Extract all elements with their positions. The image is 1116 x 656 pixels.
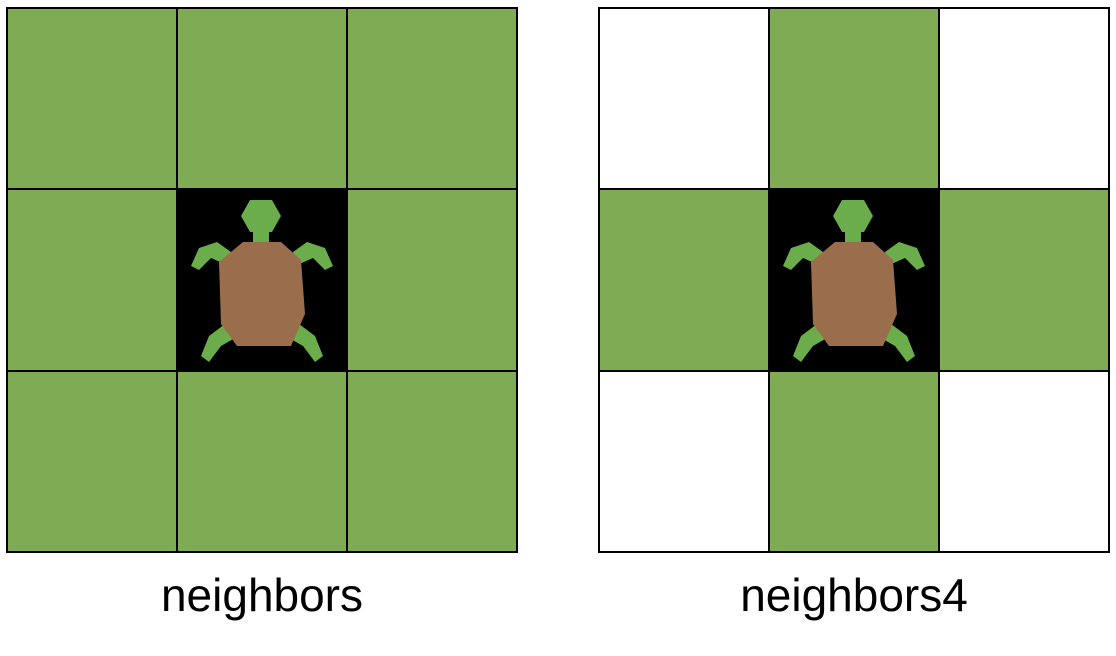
neighbor-cell-sw [8,371,176,551]
turtle-icon [783,199,925,362]
neighbors4-grid [598,7,1110,553]
neighbor-cell-w [8,190,176,370]
neighbor-cell-w [600,190,768,370]
neighbors-grid [6,7,518,553]
empty-cell-sw [600,371,768,551]
empty-cell-se [940,371,1108,551]
neighbors-caption: neighbors [160,569,364,621]
neighbors4-panel [598,7,1110,553]
neighbor-cell-e [940,190,1108,370]
neighbor-cell-s [770,371,938,551]
neighbor-cell-e [348,190,516,370]
center-cell [178,190,346,370]
neighbors-panel [6,7,518,553]
neighbor-cell-se [348,371,516,551]
turtle-icon [191,199,333,362]
empty-cell-nw [600,9,768,189]
neighbors4-caption: neighbors4 [740,569,968,621]
neighbor-cell-nw [8,9,176,189]
neighbor-cell-n [178,9,346,189]
center-cell [770,190,938,370]
neighbor-cell-ne [348,9,516,189]
neighbor-cell-n [770,9,938,189]
neighbor-cell-s [178,371,346,551]
empty-cell-ne [940,9,1108,189]
